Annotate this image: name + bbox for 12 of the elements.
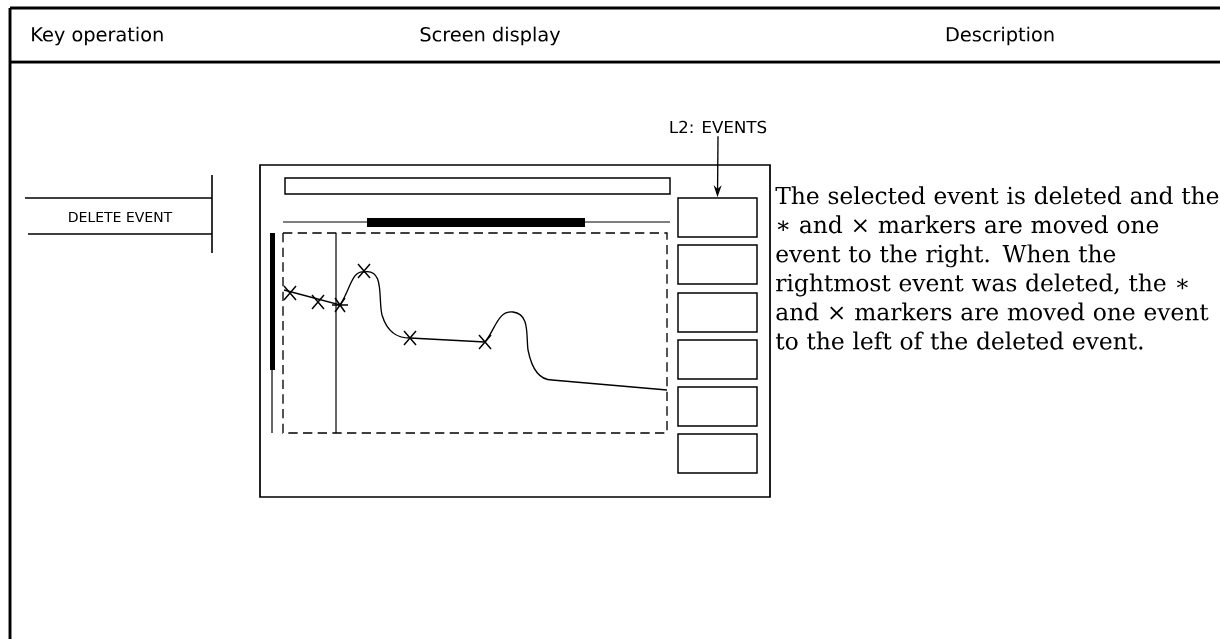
soft-key [677, 386, 758, 427]
soft-key [677, 244, 758, 285]
soft-key [677, 197, 758, 238]
column-header: Key operation [32, 26, 163, 46]
softkey-label: L2: EVENTS [670, 120, 767, 134]
screen-frame [259, 164, 771, 498]
soft-key [677, 433, 758, 474]
soft-key [677, 339, 758, 380]
column-header: Screen display [420, 26, 561, 46]
description-text: The selected event is deleted and the ∗ and × markers are moved one event to the right. When the rightmost event was deleted, the ∗ and × markers are moved one event to the left of the deleted event. [775, 186, 1219, 350]
column-header: Description [946, 26, 1054, 46]
soft-key [677, 292, 758, 333]
